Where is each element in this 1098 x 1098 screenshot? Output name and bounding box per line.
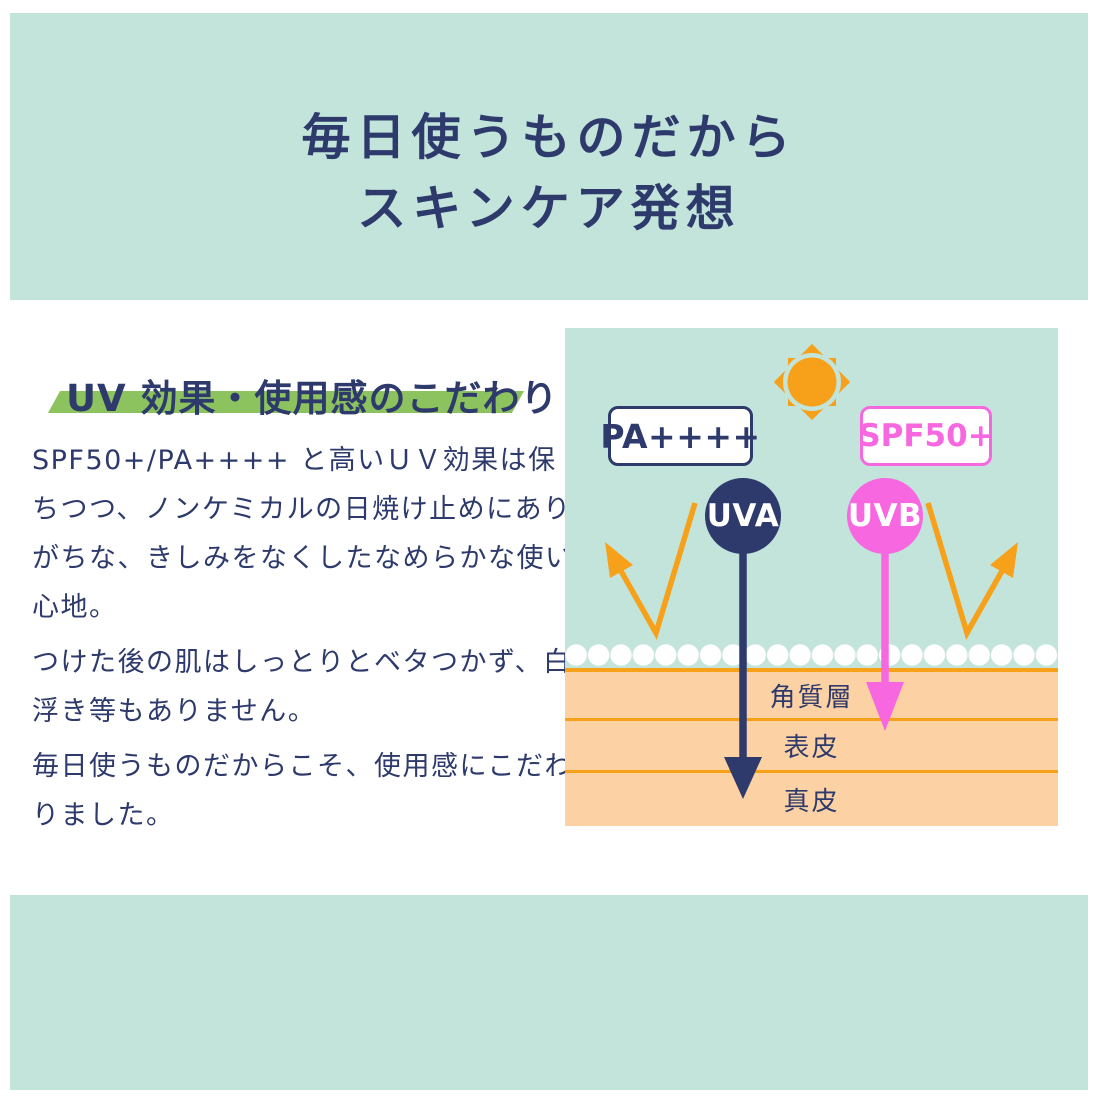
paragraph-texture: つけた後の肌はしっとりとベタつかず、白浮き等もありません。 — [32, 647, 572, 727]
skin-layer-label: 角質層 — [769, 682, 854, 713]
paragraph-daily-use: 毎日使うものだからこそ、使用感にこだわりました。 — [32, 751, 573, 831]
spf-rating-badge: SPF50+ — [858, 406, 994, 466]
skin-layer-stratum-corneum: 角質層 — [565, 672, 1058, 721]
top-banner: 毎日使うものだから スキンケア発想 — [10, 13, 1088, 300]
uva-ray-circle: UVA — [705, 478, 781, 554]
skin-layer-epidermis: 表皮 — [565, 721, 1058, 773]
reflected-uv-arrow-left — [605, 502, 698, 640]
body-copy: SPF50+/PA++++ と高いＵＶ効果は保ちつつ、ノンケミカルの日焼け止めに… — [32, 436, 580, 846]
uvb-penetration-arrow — [866, 528, 904, 731]
section-heading: UV 効果・使用感のこだわり — [66, 377, 559, 420]
uva-penetration-arrow — [724, 528, 762, 799]
diagram-graphics — [605, 343, 1018, 799]
reflected-uv-arrow-right — [925, 502, 1018, 640]
banner-title-line1: 毎日使うものだから — [301, 109, 797, 166]
uv-protection-diagram: 角質層 表皮 真皮 — [565, 328, 1058, 826]
sunscreen-particle-beads — [565, 644, 1058, 666]
skin-layers: 角質層 表皮 真皮 — [565, 668, 1058, 826]
skin-layer-label: 表皮 — [783, 733, 840, 763]
uvb-ray-circle: UVB — [847, 478, 923, 554]
paragraph-uv-effect: SPF50+/PA++++ と高いＵＶ効果は保ちつつ、ノンケミカルの日焼け止めに… — [32, 445, 574, 623]
sun-icon — [773, 343, 851, 421]
skin-layer-label: 真皮 — [783, 787, 840, 817]
skin-layer-dermis: 真皮 — [565, 773, 1058, 826]
banner-title: 毎日使うものだから スキンケア発想 — [301, 102, 796, 244]
banner-title-line2: スキンケア発想 — [357, 180, 741, 237]
pa-rating-badge: PA++++ — [600, 406, 760, 466]
bottom-banner — [10, 895, 1088, 1090]
